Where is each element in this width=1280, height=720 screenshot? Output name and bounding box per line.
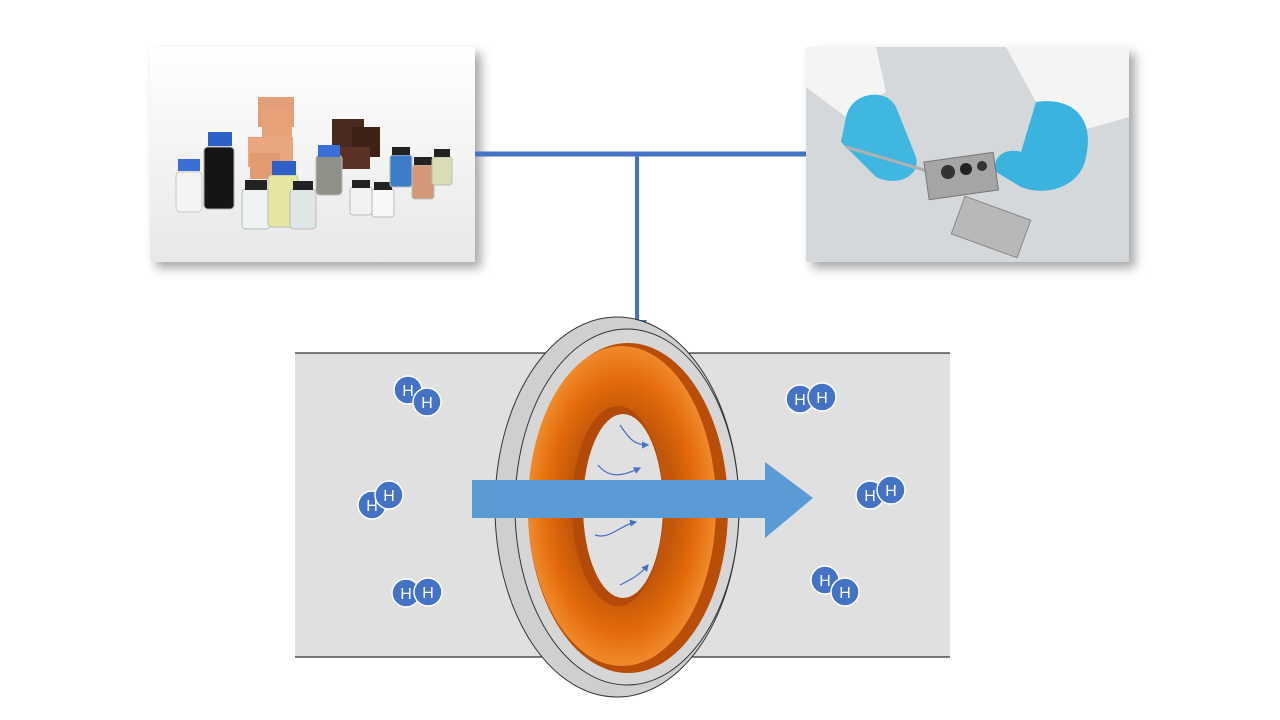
permeation-arrows bbox=[594, 424, 650, 586]
hydrogen-atom-label: H bbox=[422, 585, 434, 602]
hydrogen-atom bbox=[876, 475, 906, 505]
gloved-hands-sample-holder-photo bbox=[806, 47, 1129, 262]
material-samples-photo bbox=[150, 47, 475, 262]
hydrogen-atom-label: H bbox=[839, 585, 851, 602]
hydrogen-atom-label: H bbox=[383, 488, 395, 505]
hydrogen-atom-label: H bbox=[864, 488, 876, 505]
hydrogen-atom-label: H bbox=[402, 383, 414, 400]
hydrogen-atom bbox=[374, 480, 404, 510]
hydrogen-atom-label: H bbox=[794, 392, 806, 409]
hydrogen-atom-label: H bbox=[885, 483, 897, 500]
hydrogen-atom-label: H bbox=[819, 573, 831, 590]
hydrogen-atom bbox=[830, 577, 860, 607]
hydrogen-atom-label: H bbox=[816, 390, 828, 407]
hydrogen-atom-label: H bbox=[366, 498, 378, 515]
hydrogen-atom bbox=[413, 577, 443, 607]
h2-molecule: HH bbox=[357, 480, 404, 520]
hydrogen-atom-label: H bbox=[421, 395, 433, 412]
connector-lines bbox=[475, 151, 806, 342]
h2-molecule: HH bbox=[393, 375, 442, 417]
hydrogen-atom-label: H bbox=[400, 586, 412, 603]
flow-arrow bbox=[472, 462, 813, 538]
hydrogen-atom bbox=[807, 382, 837, 412]
hydrogen-atom bbox=[412, 387, 442, 417]
h2-molecule: HH bbox=[810, 565, 860, 607]
